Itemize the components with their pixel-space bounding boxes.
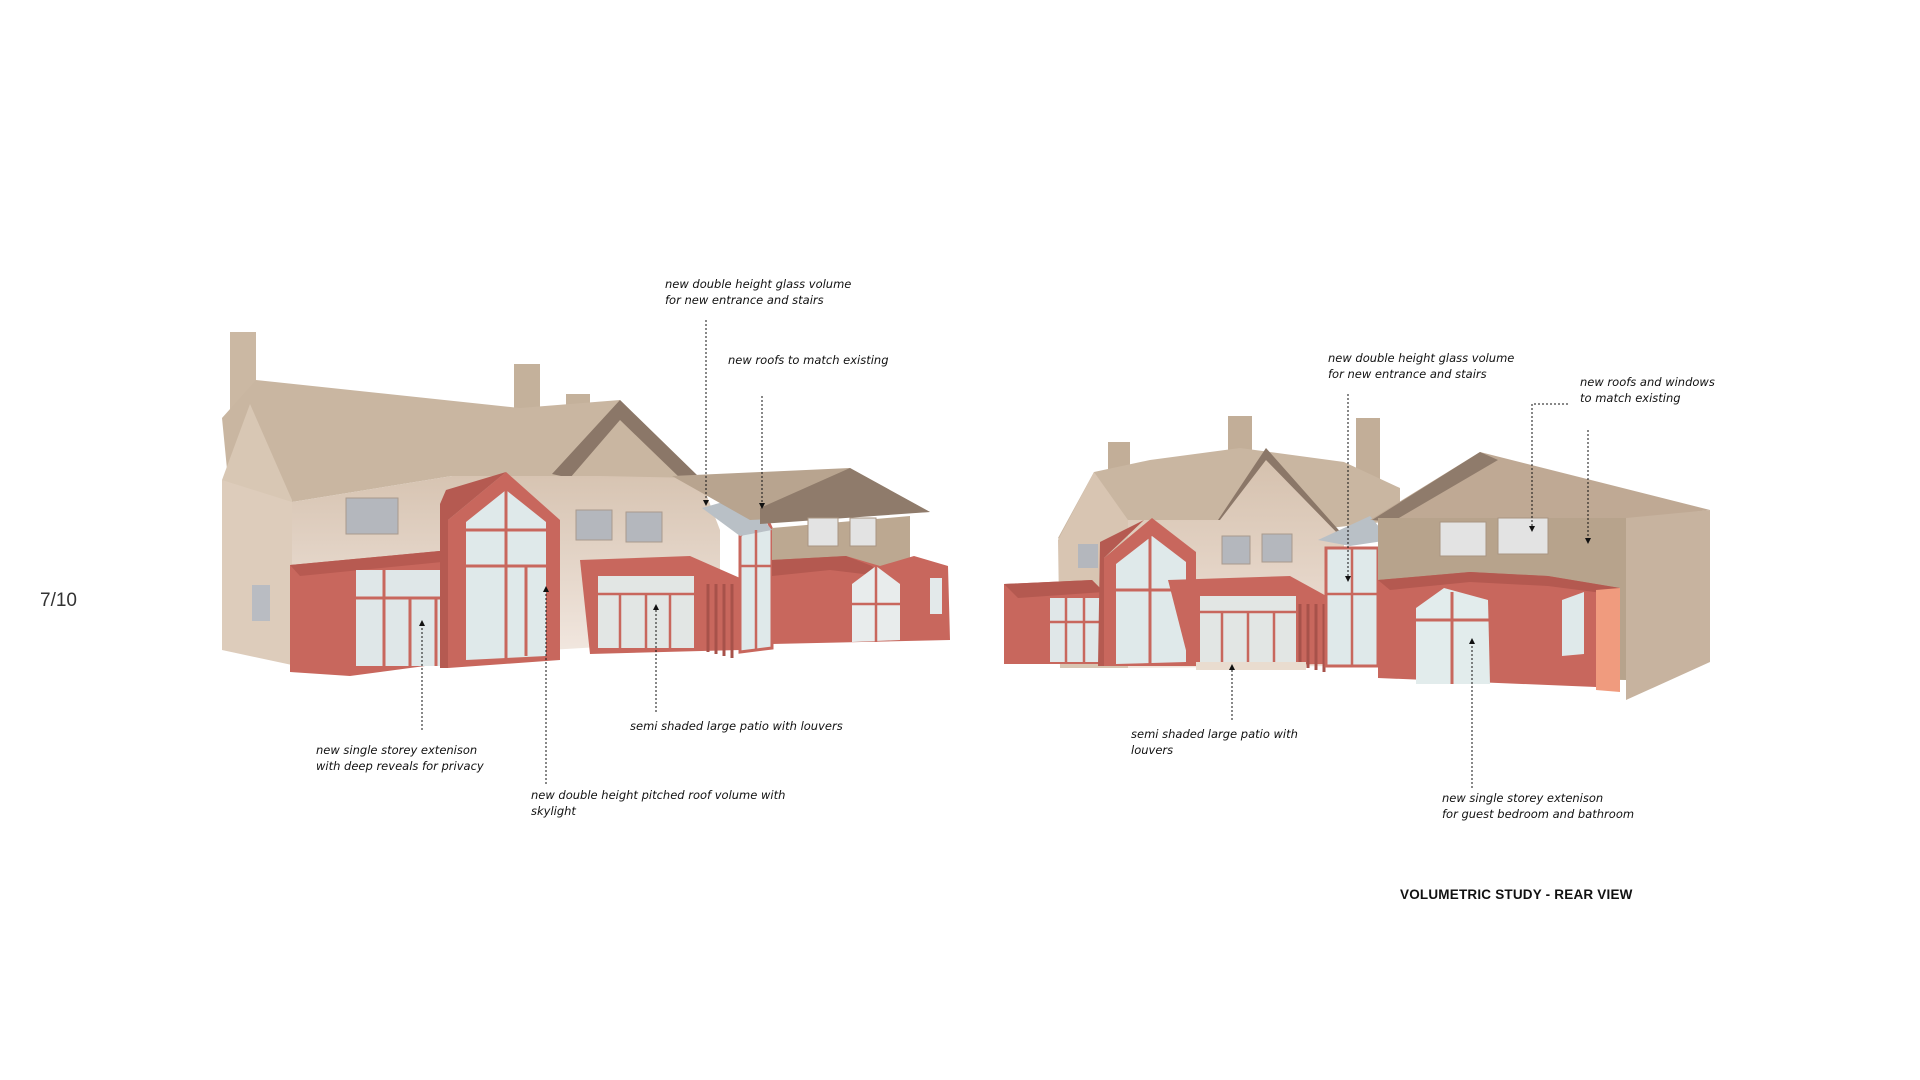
right-left-extension-glazing <box>1050 598 1100 662</box>
annotation-right-glass-volume: new double height glass volume for new e… <box>1328 350 1514 382</box>
left-right-wing-window-2 <box>850 518 876 546</box>
right-upper-window-1 <box>1078 544 1098 568</box>
annotation-left-single-storey: new single storey extenison with deep re… <box>316 742 484 774</box>
view-title: VOLUMETRIC STUDY - REAR VIEW <box>1400 887 1633 902</box>
right-patio-deck <box>1196 662 1306 670</box>
annotation-right-patio: semi shaded large patio with louvers <box>1131 726 1298 758</box>
right-wing-roof <box>1370 452 1710 520</box>
left-upper-window-3 <box>626 512 662 542</box>
left-side-window <box>252 585 270 621</box>
left-right-extension-window <box>930 578 942 614</box>
left-upper-window-1 <box>346 498 398 534</box>
right-wing-window-1 <box>1440 522 1486 556</box>
right-extension-window <box>1562 592 1584 656</box>
annotation-left-patio: semi shaded large patio with louvers <box>630 718 843 734</box>
left-house-model <box>222 332 950 676</box>
right-wing-window-2 <box>1498 518 1548 554</box>
right-upper-window-2 <box>1222 536 1250 564</box>
annotation-right-single-storey: new single storey extenison for guest be… <box>1442 790 1634 822</box>
annotation-left-roofs-match: new roofs to match existing <box>728 352 889 368</box>
left-upper-window-2 <box>576 510 612 540</box>
annotation-left-pitched-volume: new double height pitched roof volume wi… <box>531 787 785 819</box>
right-house-model <box>1004 416 1710 700</box>
right-wing-side-wall <box>1626 510 1710 700</box>
left-side-wall <box>222 480 292 665</box>
right-extension-highlight <box>1596 588 1620 692</box>
left-right-wing-window-1 <box>808 518 838 546</box>
annotation-left-glass-volume: new double height glass volume for new e… <box>665 276 851 308</box>
annotation-right-roofs-windows: new roofs and windows to match existing <box>1580 374 1715 406</box>
right-upper-window-3 <box>1262 534 1292 562</box>
